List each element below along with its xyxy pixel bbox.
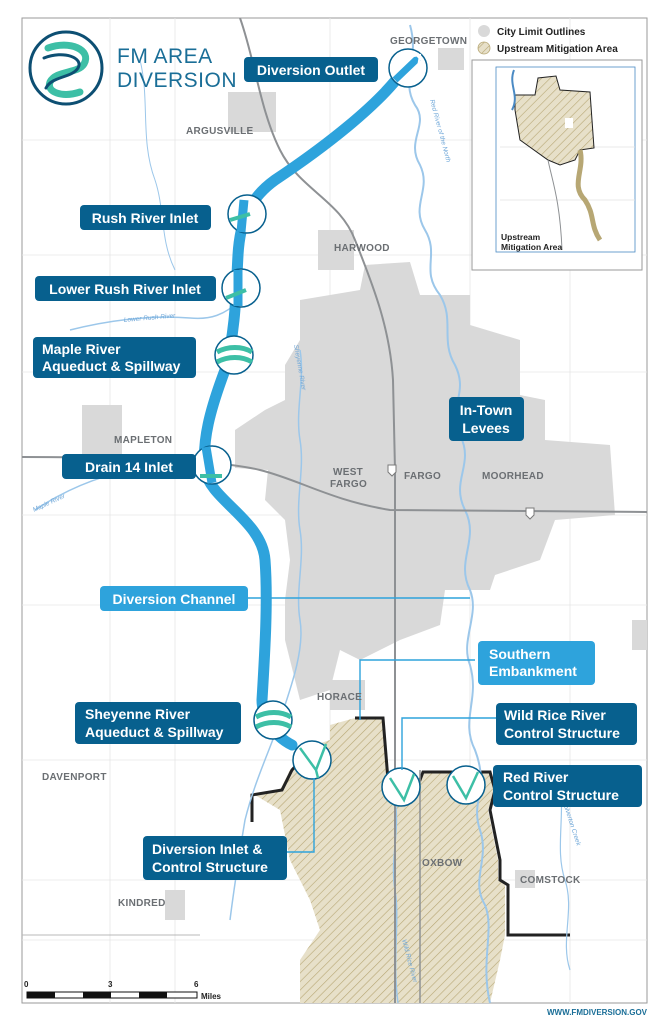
label-maple-river-aqueduct[interactable]: Maple River Aqueduct & Spillway [33, 337, 196, 378]
label-red-river[interactable]: Red River Control Structure [493, 765, 642, 807]
label-maple-river-line1: Maple River [42, 341, 121, 357]
town-comstock: COMSTOCK [520, 875, 581, 886]
label-southern-embankment-line1: Southern [489, 646, 550, 662]
structure-diversion-inlet[interactable] [292, 740, 332, 780]
label-wild-rice-line2: Control Structure [504, 725, 620, 741]
label-diversion-inlet[interactable]: Diversion Inlet & Control Structure [143, 836, 287, 880]
label-in-town-levees-line2: Levees [462, 420, 510, 436]
river-label-lower-rush: Lower Rush River [124, 312, 177, 324]
diversion-channel [198, 62, 411, 751]
title-line1: FM AREA [117, 45, 213, 68]
scale-tick-3: 3 [108, 980, 113, 989]
structure-lower-rush-river-inlet[interactable] [221, 268, 261, 308]
label-wild-rice-river[interactable]: Wild Rice River Control Structure [496, 703, 637, 745]
inset-map: Upstream Mitigation Area [471, 59, 643, 271]
inset-label-line2: Mitigation Area [501, 242, 562, 252]
label-red-river-line2: Control Structure [503, 787, 619, 803]
scale-tick-0: 0 [24, 980, 29, 989]
town-west-fargo-line2: FARGO [330, 479, 367, 490]
town-argusville: ARGUSVILLE [186, 126, 253, 137]
town-oxbow: OXBOW [422, 858, 463, 869]
interstate-94-shield-icon [525, 507, 535, 520]
label-maple-river-line2: Aqueduct & Spillway [42, 358, 181, 374]
logo: FM AREA DIVERSION [28, 30, 237, 106]
label-diversion-inlet-line2: Control Structure [152, 859, 268, 875]
leader-lines [248, 597, 496, 853]
legend-city-limits: City Limit Outlines [497, 27, 586, 38]
label-rush-river-inlet[interactable]: Rush River Inlet [80, 205, 211, 230]
label-red-river-line1: Red River [503, 769, 569, 785]
town-mapleton: MAPLETON [114, 435, 172, 446]
legend-city-swatch [478, 25, 490, 37]
interstate-29-shield-icon [387, 464, 397, 477]
legend: City Limit Outlines Upstream Mitigation … [477, 25, 618, 55]
town-moorhead: MOORHEAD [482, 471, 544, 482]
label-diversion-channel[interactable]: Diversion Channel [100, 586, 248, 611]
label-sheyenne-line2: Aqueduct & Spillway [85, 724, 224, 740]
feature-labels: Diversion Outlet Rush River Inlet Lower … [33, 57, 642, 880]
label-wild-rice-line1: Wild Rice River [504, 707, 606, 723]
legend-mitigation-swatch [477, 41, 491, 55]
scale-bar: 0 3 6 Miles [24, 980, 222, 1001]
upstream-mitigation-area [255, 718, 505, 1003]
label-sheyenne-line1: Sheyenne River [85, 706, 191, 722]
town-fargo: FARGO [404, 471, 441, 482]
scale-unit: Miles [201, 992, 222, 1001]
town-harwood: HARWOOD [334, 243, 390, 254]
label-rush-river-inlet-text: Rush River Inlet [92, 210, 199, 226]
structure-maple-river-aqueduct[interactable] [214, 335, 254, 375]
scale-tick-6: 6 [194, 980, 199, 989]
town-davenport: DAVENPORT [42, 772, 107, 783]
city-limit-areas [82, 48, 647, 920]
structure-wild-rice-river[interactable] [381, 767, 421, 807]
website-link[interactable]: WWW.FMDIVERSION.GOV [547, 1008, 648, 1017]
label-drain-14-inlet-text: Drain 14 Inlet [85, 459, 173, 475]
label-drain-14-inlet[interactable]: Drain 14 Inlet [62, 454, 196, 479]
title-line2: DIVERSION [117, 69, 237, 92]
inset-label-line1: Upstream [501, 232, 541, 242]
town-georgetown: GEORGETOWN [390, 36, 467, 47]
rivers [34, 24, 571, 1003]
label-diversion-inlet-line1: Diversion Inlet & [152, 841, 262, 857]
structure-sheyenne-aqueduct[interactable] [253, 700, 293, 740]
structure-diversion-outlet[interactable] [388, 48, 428, 88]
label-diversion-outlet[interactable]: Diversion Outlet [244, 57, 378, 82]
town-west-fargo-line1: WEST [333, 467, 363, 478]
town-labels: GEORGETOWN ARGUSVILLE HARWOOD MAPLETON W… [42, 36, 581, 909]
label-southern-embankment[interactable]: Southern Embankment [478, 641, 595, 685]
label-lower-rush-river-inlet[interactable]: Lower Rush River Inlet [35, 276, 216, 301]
label-sheyenne-aqueduct[interactable]: Sheyenne River Aqueduct & Spillway [75, 702, 241, 744]
label-in-town-levees[interactable]: In-Town Levees [449, 397, 524, 441]
label-diversion-channel-text: Diversion Channel [113, 591, 236, 607]
label-lower-rush-river-inlet-text: Lower Rush River Inlet [49, 281, 201, 297]
town-horace: HORACE [317, 692, 362, 703]
town-kindred: KINDRED [118, 898, 166, 909]
label-diversion-outlet-text: Diversion Outlet [257, 62, 365, 78]
structure-drain-14-inlet[interactable] [192, 445, 232, 485]
legend-mitigation-area: Upstream Mitigation Area [497, 44, 618, 55]
structure-red-river[interactable] [446, 765, 486, 805]
label-southern-embankment-line2: Embankment [489, 663, 577, 679]
label-in-town-levees-line1: In-Town [460, 402, 513, 418]
structure-rush-river-inlet[interactable] [227, 194, 267, 234]
